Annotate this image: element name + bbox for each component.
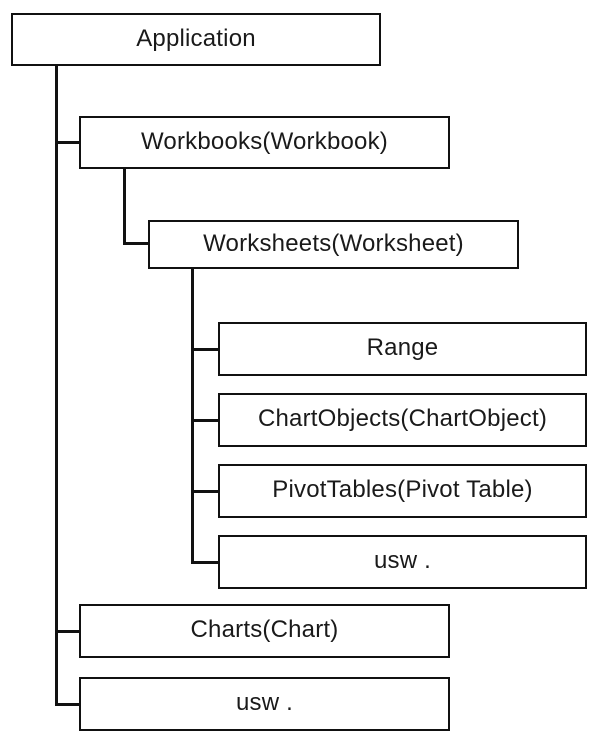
node-workbooks[interactable]: Workbooks(Workbook) bbox=[79, 116, 450, 169]
connector-worksheets-trunk bbox=[191, 267, 194, 563]
node-application-label: Application bbox=[136, 24, 256, 52]
connector-workbooks-to-worksheets bbox=[123, 242, 150, 245]
connector-workbooks-trunk bbox=[123, 167, 126, 245]
node-worksheets-usw[interactable]: usw . bbox=[218, 535, 587, 589]
node-pivottables-label: PivotTables(Pivot Table) bbox=[272, 476, 533, 503]
connector-worksheets-to-range bbox=[191, 348, 220, 351]
node-worksheets-label: Worksheets(Worksheet) bbox=[203, 229, 464, 257]
connector-worksheets-to-pivottables bbox=[191, 490, 220, 493]
node-application-usw[interactable]: usw . bbox=[79, 677, 450, 731]
node-pivottables[interactable]: PivotTables(Pivot Table) bbox=[218, 464, 587, 518]
node-application-usw-label: usw . bbox=[235, 689, 293, 716]
connector-application-to-usw bbox=[55, 703, 81, 706]
node-application[interactable]: Application bbox=[11, 13, 381, 66]
node-range-label: Range bbox=[366, 334, 439, 361]
node-worksheets[interactable]: Worksheets(Worksheet) bbox=[148, 220, 519, 269]
node-charts[interactable]: Charts(Chart) bbox=[79, 604, 450, 658]
node-chartobjects-label: ChartObjects(ChartObject) bbox=[257, 405, 548, 432]
connector-worksheets-to-chartobjects bbox=[191, 419, 220, 422]
connector-application-to-workbooks bbox=[55, 141, 81, 144]
connector-application-to-charts bbox=[55, 630, 81, 633]
node-workbooks-label: Workbooks(Workbook) bbox=[141, 127, 388, 155]
node-chartobjects[interactable]: ChartObjects(ChartObject) bbox=[218, 393, 587, 447]
node-range[interactable]: Range bbox=[218, 322, 587, 376]
connector-application-trunk bbox=[55, 64, 58, 706]
node-worksheets-usw-label: usw . bbox=[373, 547, 431, 574]
node-charts-label: Charts(Chart) bbox=[190, 616, 339, 643]
connector-worksheets-to-usw bbox=[191, 561, 220, 564]
